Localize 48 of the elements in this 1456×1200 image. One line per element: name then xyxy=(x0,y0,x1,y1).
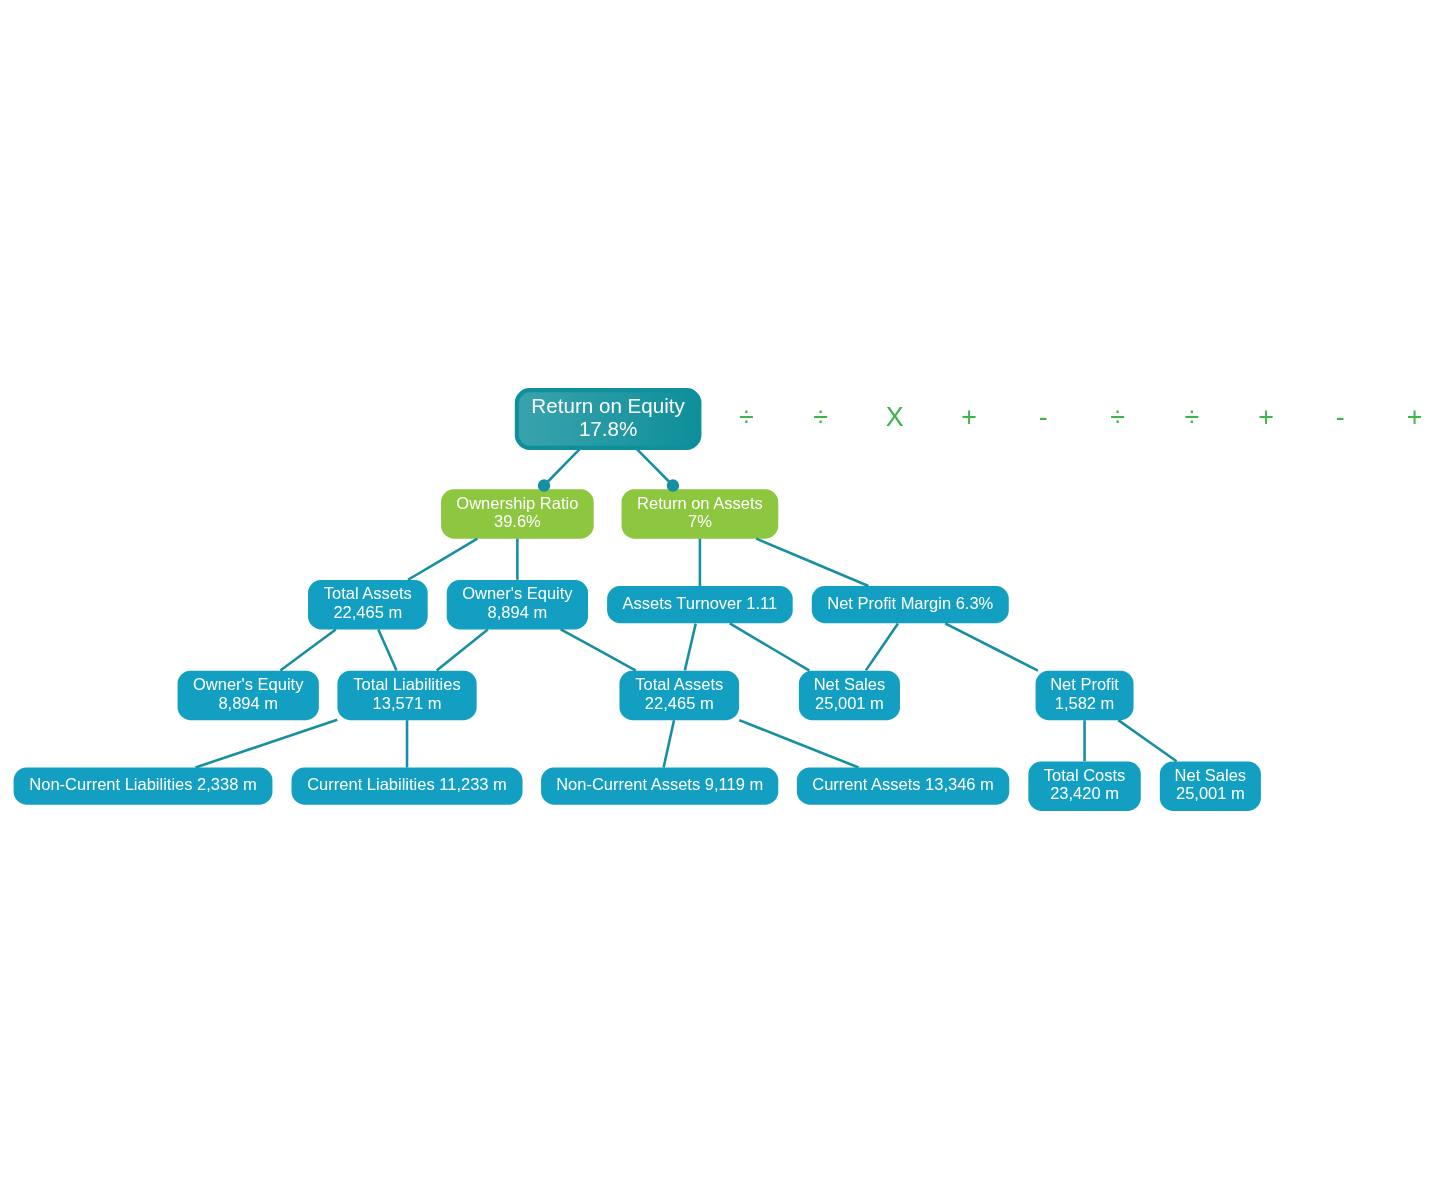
label: ÷ xyxy=(1110,401,1125,431)
node-box: Total Costs 23,420 m xyxy=(1028,760,1141,811)
node-box: Net Profit 1,582 m xyxy=(1035,670,1134,720)
connector xyxy=(377,628,398,671)
connector xyxy=(729,621,811,672)
connector xyxy=(864,622,900,671)
node-box: Total Liabilities 13,571 m xyxy=(337,670,477,720)
connector xyxy=(1117,718,1178,762)
connector xyxy=(698,538,702,586)
connector xyxy=(435,627,489,671)
node-box: Net Sales 25,001 m xyxy=(1159,760,1261,811)
label: - xyxy=(1335,401,1345,431)
connector xyxy=(516,538,519,580)
connector xyxy=(944,621,1039,672)
label: ÷ xyxy=(738,401,754,431)
label: X xyxy=(885,401,904,431)
node-box: Current Liabilities 11,233 m xyxy=(291,767,523,805)
connector xyxy=(407,537,478,581)
node-box: Owner's Equity 8,894 m xyxy=(177,670,319,720)
node-box: Return on Equity 17.8% xyxy=(514,387,702,450)
connector xyxy=(405,719,409,767)
node-box: Ownership Ratio 39.6% xyxy=(441,488,594,539)
node-box: Current Assets 13,346 m xyxy=(796,767,1010,805)
node-box: Total Assets 22,465 m xyxy=(308,579,428,629)
connector xyxy=(1083,719,1086,761)
label: - xyxy=(1038,401,1048,431)
node-box: Total Assets 22,465 m xyxy=(619,670,740,720)
connector xyxy=(279,627,337,672)
label: + xyxy=(1406,401,1423,431)
connector xyxy=(683,622,697,671)
connector xyxy=(738,718,860,769)
node-box: Assets Turnover 1.11 xyxy=(607,585,793,623)
label: + xyxy=(1258,401,1274,431)
connector xyxy=(537,446,582,492)
label: + xyxy=(961,401,977,431)
connector xyxy=(560,627,637,672)
node-box: Return on Assets 7% xyxy=(621,488,779,539)
connector xyxy=(634,446,680,492)
label: ÷ xyxy=(813,401,828,431)
connector xyxy=(755,537,869,587)
connector xyxy=(662,719,676,768)
node-box: Non-Current Assets 9,119 m xyxy=(541,767,779,805)
node-box: Owner's Equity 8,894 m xyxy=(446,579,588,629)
node-box: Net Sales 25,001 m xyxy=(798,670,900,720)
node-box: Non-Current Liabilities 2,338 m xyxy=(13,767,273,805)
connector xyxy=(195,718,338,769)
label: ÷ xyxy=(1184,401,1200,431)
node-box: Net Profit Margin 6.3% xyxy=(811,585,1009,623)
